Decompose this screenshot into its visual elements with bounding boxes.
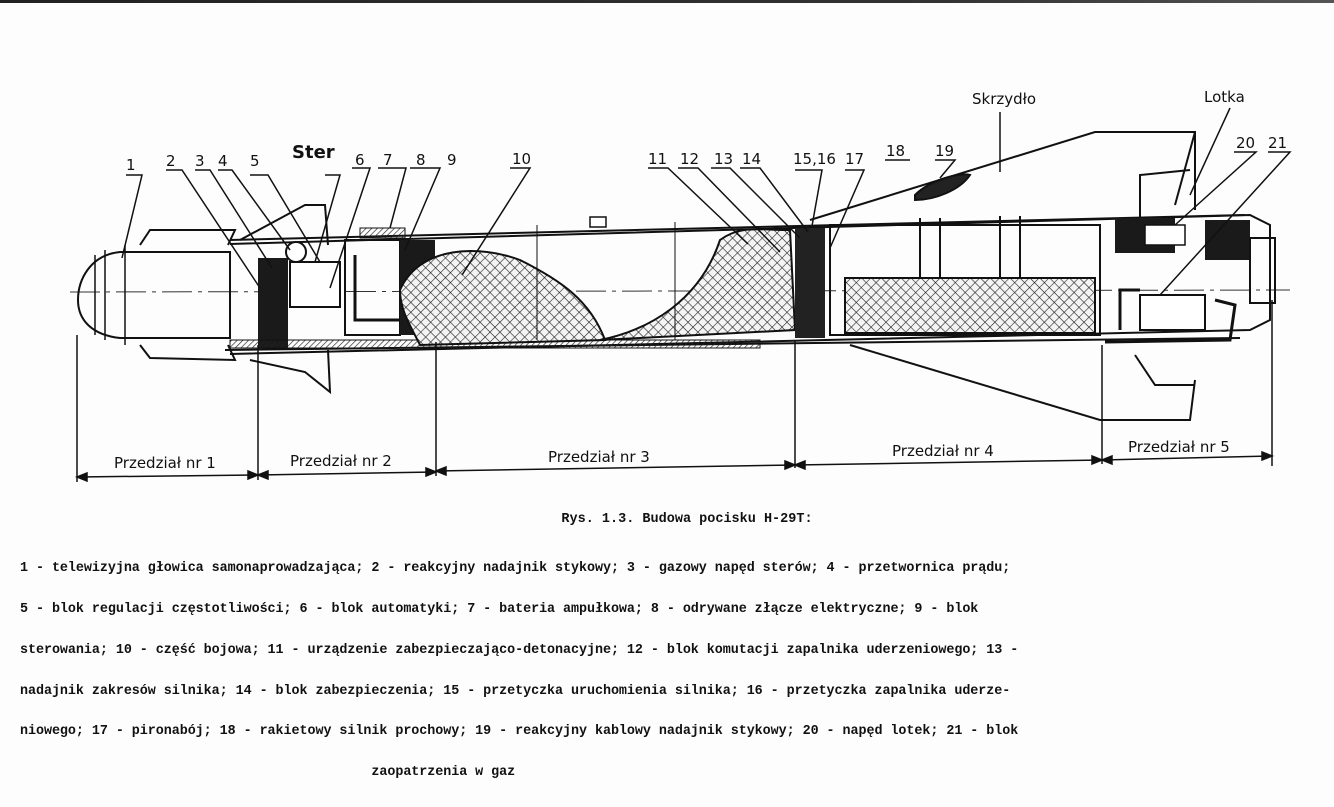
section-label-2: Przedział nr 2 [290,452,392,470]
part-label-2: 2 [166,152,176,170]
part-label-19: 19 [935,142,954,160]
section-dimension-lines [74,300,1275,483]
part-label-11: 11 [648,150,667,168]
part-label-4: 4 [218,152,228,170]
wing [809,131,1196,421]
caption-line: nadajnik zakresów silnika; 14 - blok zab… [20,683,1011,699]
section-label-3: Przedział nr 3 [548,448,650,466]
part-label-10: 10 [512,150,531,168]
section-label-5: Przedział nr 5 [1128,438,1230,456]
rocket-motor [829,216,1101,336]
part-label-17: 17 [845,150,864,168]
section-label-4: Przedział nr 4 [892,442,994,460]
part-label-7: 7 [383,151,393,169]
part-label-5: 5 [250,152,260,170]
safety-arming-device [599,228,797,341]
part-label-12: 12 [680,150,699,168]
part-leaders [121,107,1292,296]
safety-block [795,228,825,338]
part-label-1: 1 [126,156,136,174]
caption-line: zaopatrzenia w gaz [20,765,516,781]
part-label-18: 18 [886,142,905,160]
figure-caption: Rys. 1.3. Budowa pocisku H-29T: 1 - tele… [0,512,1334,807]
part-label-13: 13 [714,150,733,168]
caption-line: sterowania; 10 - część bojowa; 11 - urzą… [20,642,1019,658]
label-skrzydlo: Skrzydło [972,90,1036,108]
part-label-20: 20 [1236,134,1255,152]
missile-cross-section-drawing: 1 2 3 4 5 6 7 8 9 10 11 12 13 14 15,16 1… [69,88,1292,483]
caption-title: Rys. 1.3. Budowa pocisku H-29T: [561,512,813,527]
part-label-14: 14 [742,150,761,168]
part-label-21: 21 [1268,134,1287,152]
part-label-8: 8 [416,151,426,169]
scan-top-edge [0,0,1334,3]
caption-line: 5 - blok regulacji częstotliwości; 6 - b… [20,601,979,617]
part-number-labels: 1 2 3 4 5 6 7 8 9 10 11 12 13 14 15,16 1… [126,88,1287,174]
part-label-6: 6 [355,151,365,169]
section-labels: Przedział nr 1 Przedział nr 2 Przedział … [114,438,1230,472]
connector-plug [589,216,607,228]
label-lotka: Lotka [1204,88,1245,106]
tail-compartment [1104,218,1276,344]
caption-line: 1 - telewizyjna głowica samonaprowadzają… [20,561,1011,577]
centerline [69,289,1291,293]
part-label-15-16: 15,16 [793,150,836,168]
label-ster: Ster [292,142,335,163]
part-label-3: 3 [195,152,205,170]
caption-legend: 1 - telewizyjna głowica samonaprowadzają… [20,535,1310,807]
part-label-9: 9 [447,151,457,169]
caption-line: niowego; 17 - pironabój; 18 - rakietowy … [20,724,1019,740]
warhead [398,250,607,347]
section-label-1: Przedział nr 1 [114,454,216,472]
